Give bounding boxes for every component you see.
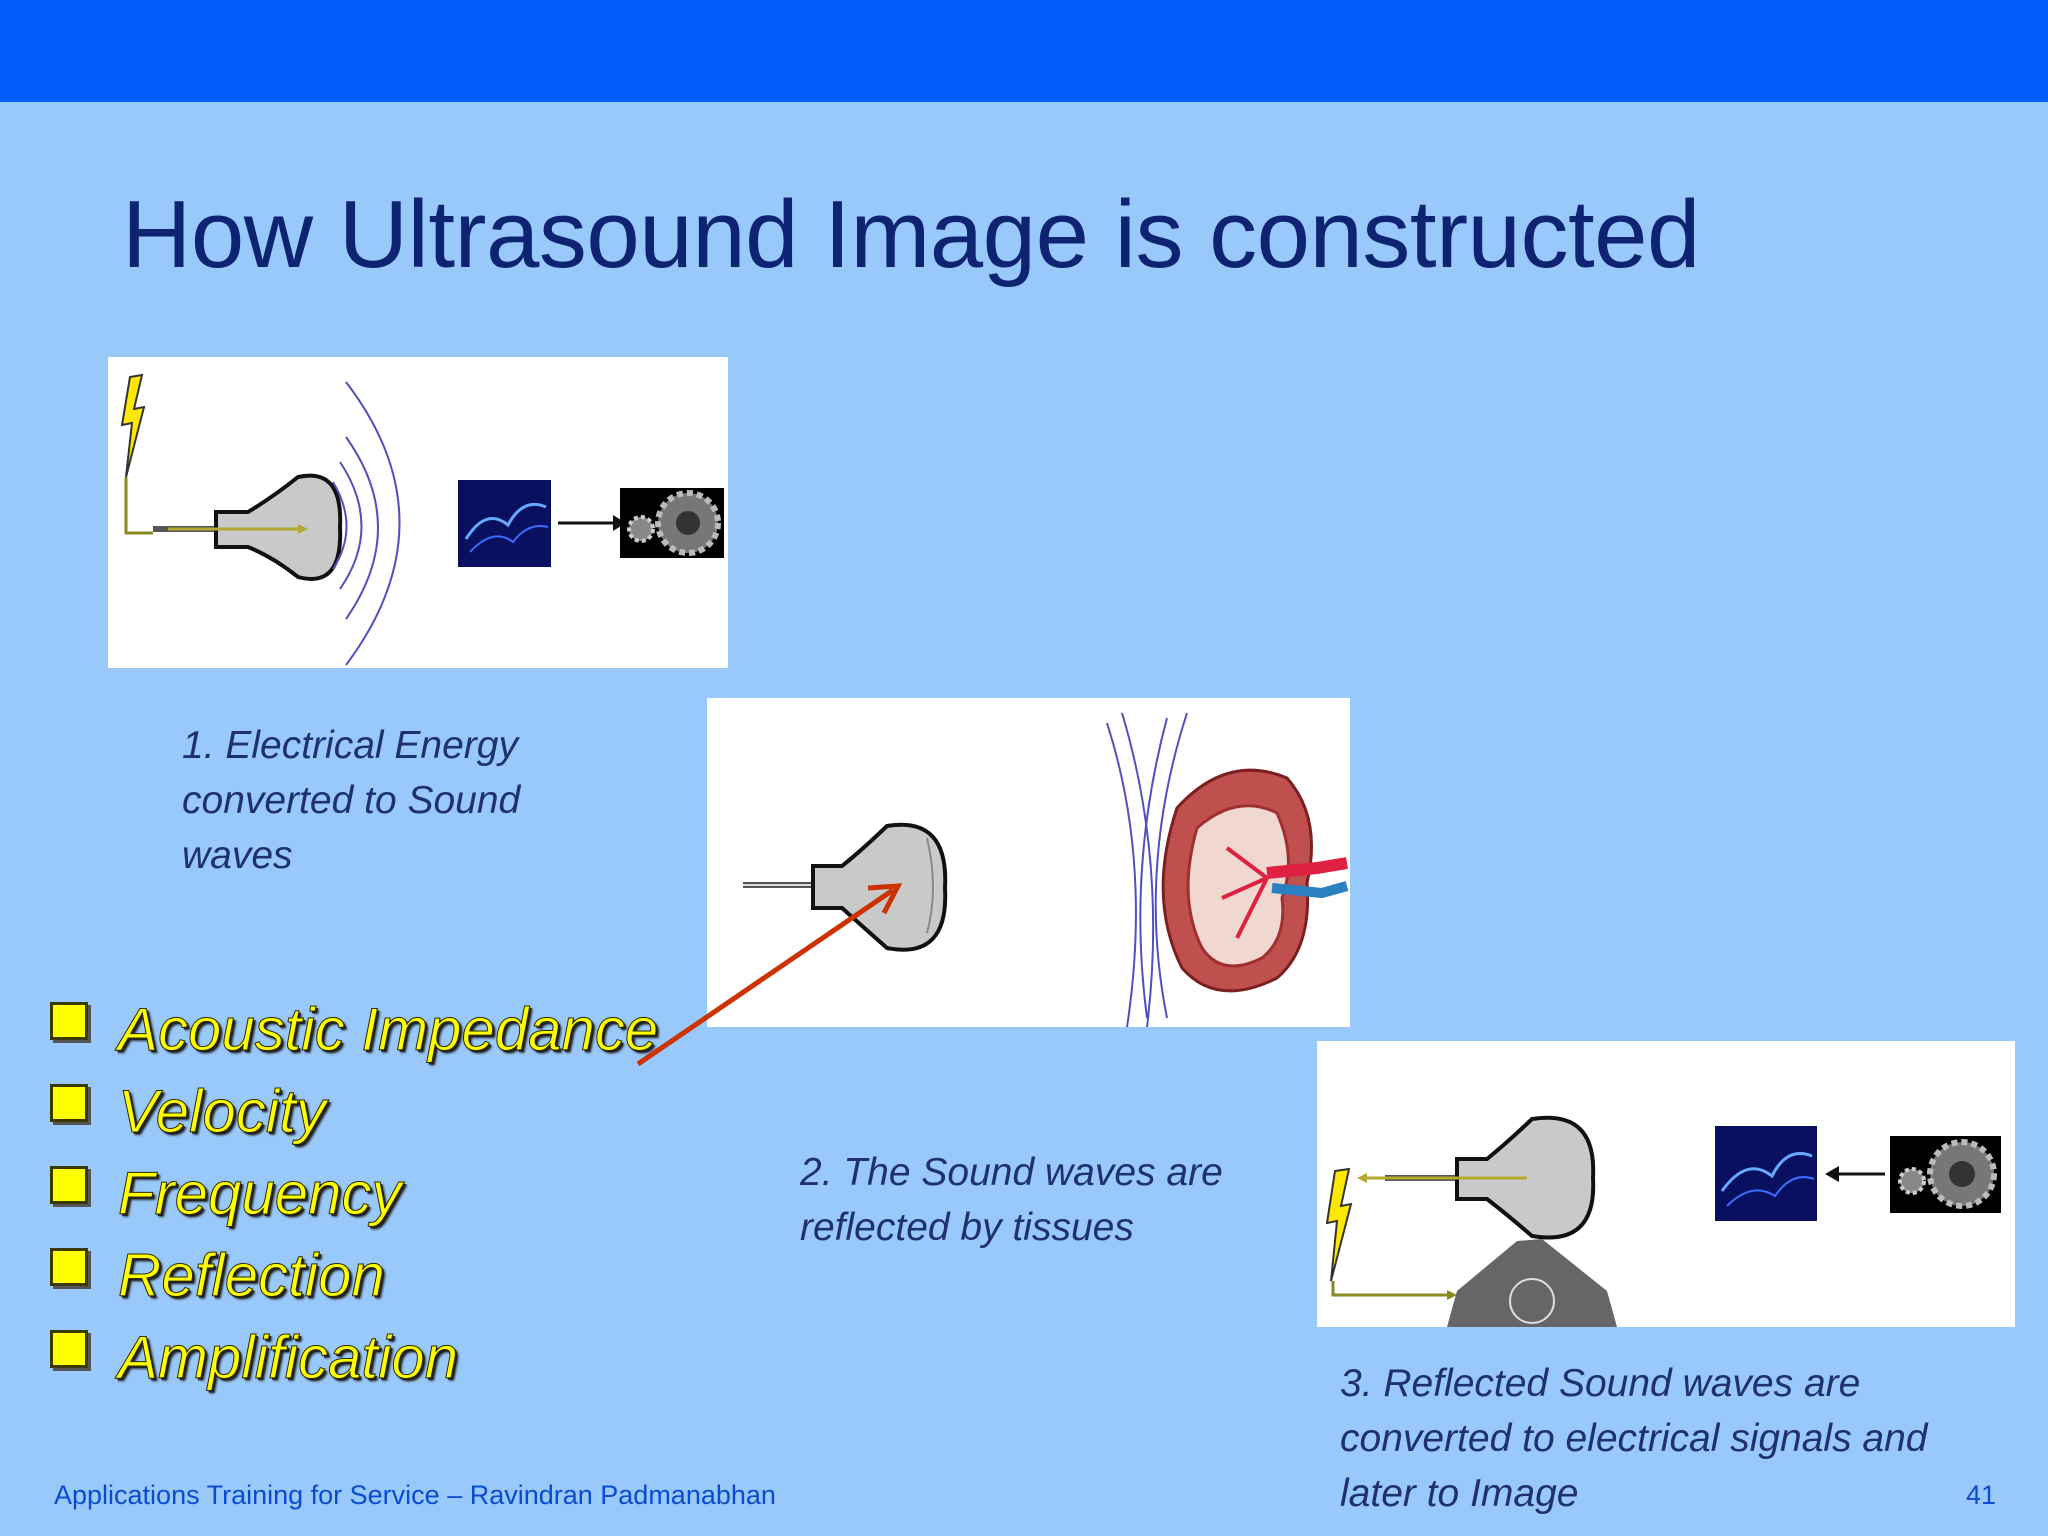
transducer-icon bbox=[153, 473, 343, 581]
checkbox-bullet-icon bbox=[50, 1330, 88, 1368]
step-3-caption: 3. Reflected Sound waves are converted t… bbox=[1340, 1356, 1928, 1521]
checkbox-bullet-icon bbox=[50, 1084, 88, 1122]
electric-signal-icon bbox=[1715, 1126, 1817, 1221]
ultrasound-image-icon bbox=[1447, 1239, 1617, 1327]
kidney-icon bbox=[1161, 768, 1349, 993]
step-3-line-2: converted to electrical signals and bbox=[1340, 1417, 1928, 1460]
list-item: Reflection bbox=[50, 1234, 658, 1316]
slide-title: How Ultrasound Image is constructed bbox=[122, 181, 1700, 288]
step-1-line-1: 1. Electrical Energy bbox=[182, 724, 518, 767]
step-2-caption: 2. The Sound waves are reflected by tiss… bbox=[800, 1145, 1223, 1255]
page-number: 41 bbox=[1966, 1480, 1997, 1510]
checkbox-bullet-icon bbox=[50, 1002, 88, 1040]
factor-label: Acoustic Impedance bbox=[117, 995, 659, 1063]
sound-waves-icon bbox=[1106, 712, 1188, 1027]
list-item: Acoustic Impedance bbox=[50, 988, 659, 1070]
electric-signal-icon bbox=[458, 480, 551, 567]
factor-list: Acoustic Impedance Velocity Frequency Re… bbox=[50, 988, 659, 1398]
diagram-electrical-to-sound bbox=[108, 357, 728, 668]
step-1-line-2: converted to Sound bbox=[182, 779, 521, 822]
step-1-line-3: waves bbox=[182, 834, 293, 877]
list-item: Frequency bbox=[50, 1152, 658, 1234]
step-3-line-3: later to Image bbox=[1340, 1472, 1579, 1515]
step-2-line-2: reflected by tissues bbox=[800, 1206, 1134, 1249]
factor-label: Frequency bbox=[117, 1159, 402, 1227]
diagram-signal-to-image bbox=[1317, 1041, 2015, 1327]
gear-icon bbox=[620, 488, 724, 558]
transducer-icon bbox=[1357, 1115, 1596, 1240]
header-bar bbox=[0, 0, 2048, 102]
step-3-line-1: 3. Reflected Sound waves are bbox=[1340, 1362, 1861, 1405]
transducer-icon bbox=[743, 822, 948, 952]
factor-label: Reflection bbox=[118, 1241, 386, 1309]
lightning-icon bbox=[1325, 1167, 1457, 1300]
step-1-caption: 1. Electrical Energy converted to Sound … bbox=[182, 718, 520, 883]
gear-icon bbox=[1890, 1136, 2001, 1213]
arrow-icon bbox=[1825, 1166, 1885, 1182]
list-item: Amplification bbox=[50, 1316, 658, 1398]
step-2-line-1: 2. The Sound waves are bbox=[800, 1151, 1223, 1194]
diagram-reflection-by-tissue bbox=[707, 698, 1350, 1027]
lightning-icon bbox=[120, 373, 153, 535]
footer-presenter: Applications Training for Service – Ravi… bbox=[54, 1480, 776, 1510]
checkbox-bullet-icon bbox=[50, 1166, 88, 1204]
factor-label: Velocity bbox=[118, 1077, 327, 1145]
factor-label: Amplification bbox=[117, 1323, 459, 1391]
sound-waves-icon bbox=[332, 381, 401, 666]
checkbox-bullet-icon bbox=[50, 1248, 88, 1286]
list-item: Velocity bbox=[50, 1070, 658, 1152]
arrow-icon bbox=[558, 515, 626, 531]
